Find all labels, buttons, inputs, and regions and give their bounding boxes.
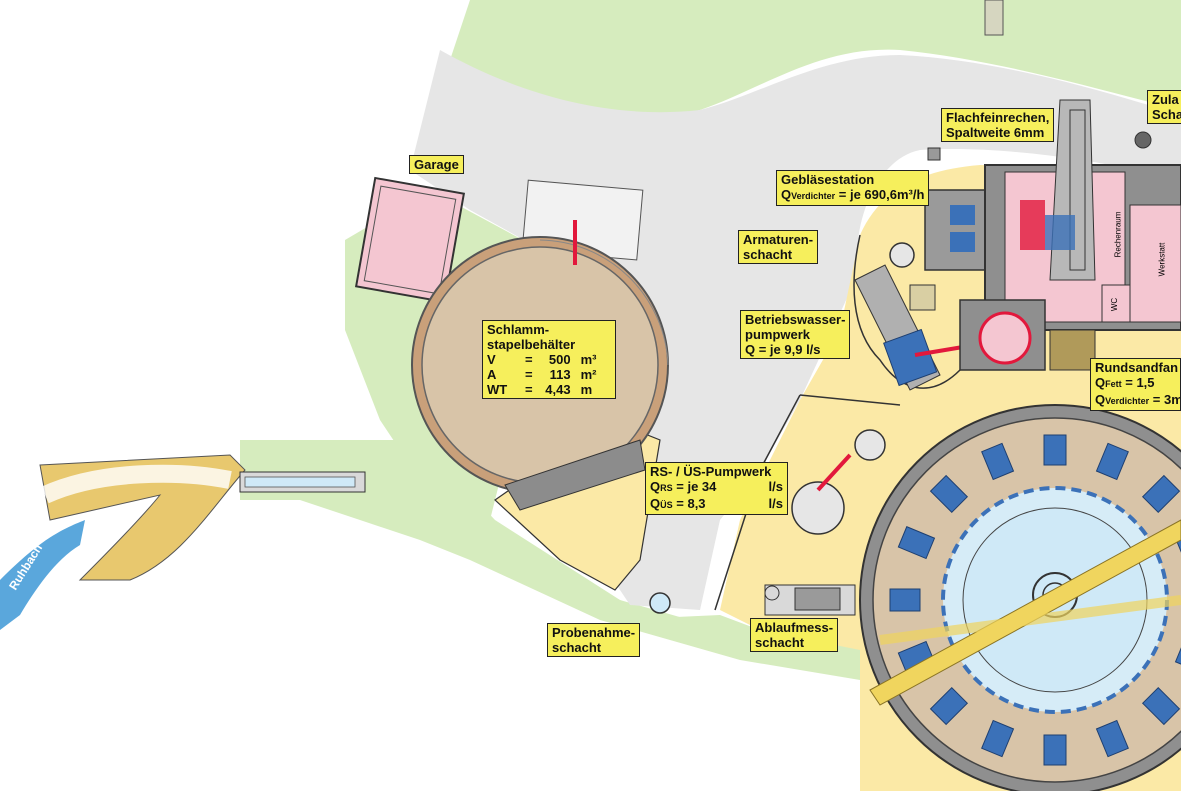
aerator-panel [981,442,1015,481]
werkstatt-label: Werkstatt [1157,242,1167,277]
grass-band-lower [240,440,860,680]
blower-station [924,189,996,271]
rs-pump-shaft [791,481,845,535]
sampling-shaft [649,592,671,614]
rechenraum-label: Rechenraum [1113,211,1123,258]
aerator-panel [1043,734,1067,766]
aerator-panel [1095,719,1129,758]
aerator-panel [1141,686,1181,726]
ablauf-label: Ablaufmess- schacht [750,618,839,652]
aerator-panel [1043,434,1067,466]
garage-label: Garage [409,155,464,174]
aerator-panel [981,719,1015,758]
aerator-panel [1095,442,1129,481]
ruhbach-river [0,520,85,630]
clarifier-bridge [869,519,1181,706]
zulauf-label: Zula Scha [1147,90,1181,124]
betriebswasser-label: Betriebswasser- pumpwerk Q = je 9,9 l/s [740,310,851,359]
rundsandfang-label: Rundsandfan QFett = 1,5 QVerdichter = 3m [1090,358,1181,411]
garage-building [354,176,466,304]
probenahme-label: Probenahme- schacht [547,623,641,657]
aerator-panel [1174,526,1181,560]
aerator-panel [897,526,936,560]
aerator-panel [929,686,969,726]
aerator-panel [929,474,969,514]
aerator-panel [889,588,921,612]
geblaese-label: Gebläsestation QVerdichter = je 690,6m³/… [776,170,930,206]
aerator-panel [1174,640,1181,674]
aerator-panels [889,434,1181,766]
flachfeinrechen-label: Flachfeinrechen, Spaltweite 6mm [941,108,1055,142]
aerator-panel [1141,474,1181,514]
wc-label: WC [1110,297,1120,312]
armaturen-label: Armaturen- schacht [738,230,819,264]
